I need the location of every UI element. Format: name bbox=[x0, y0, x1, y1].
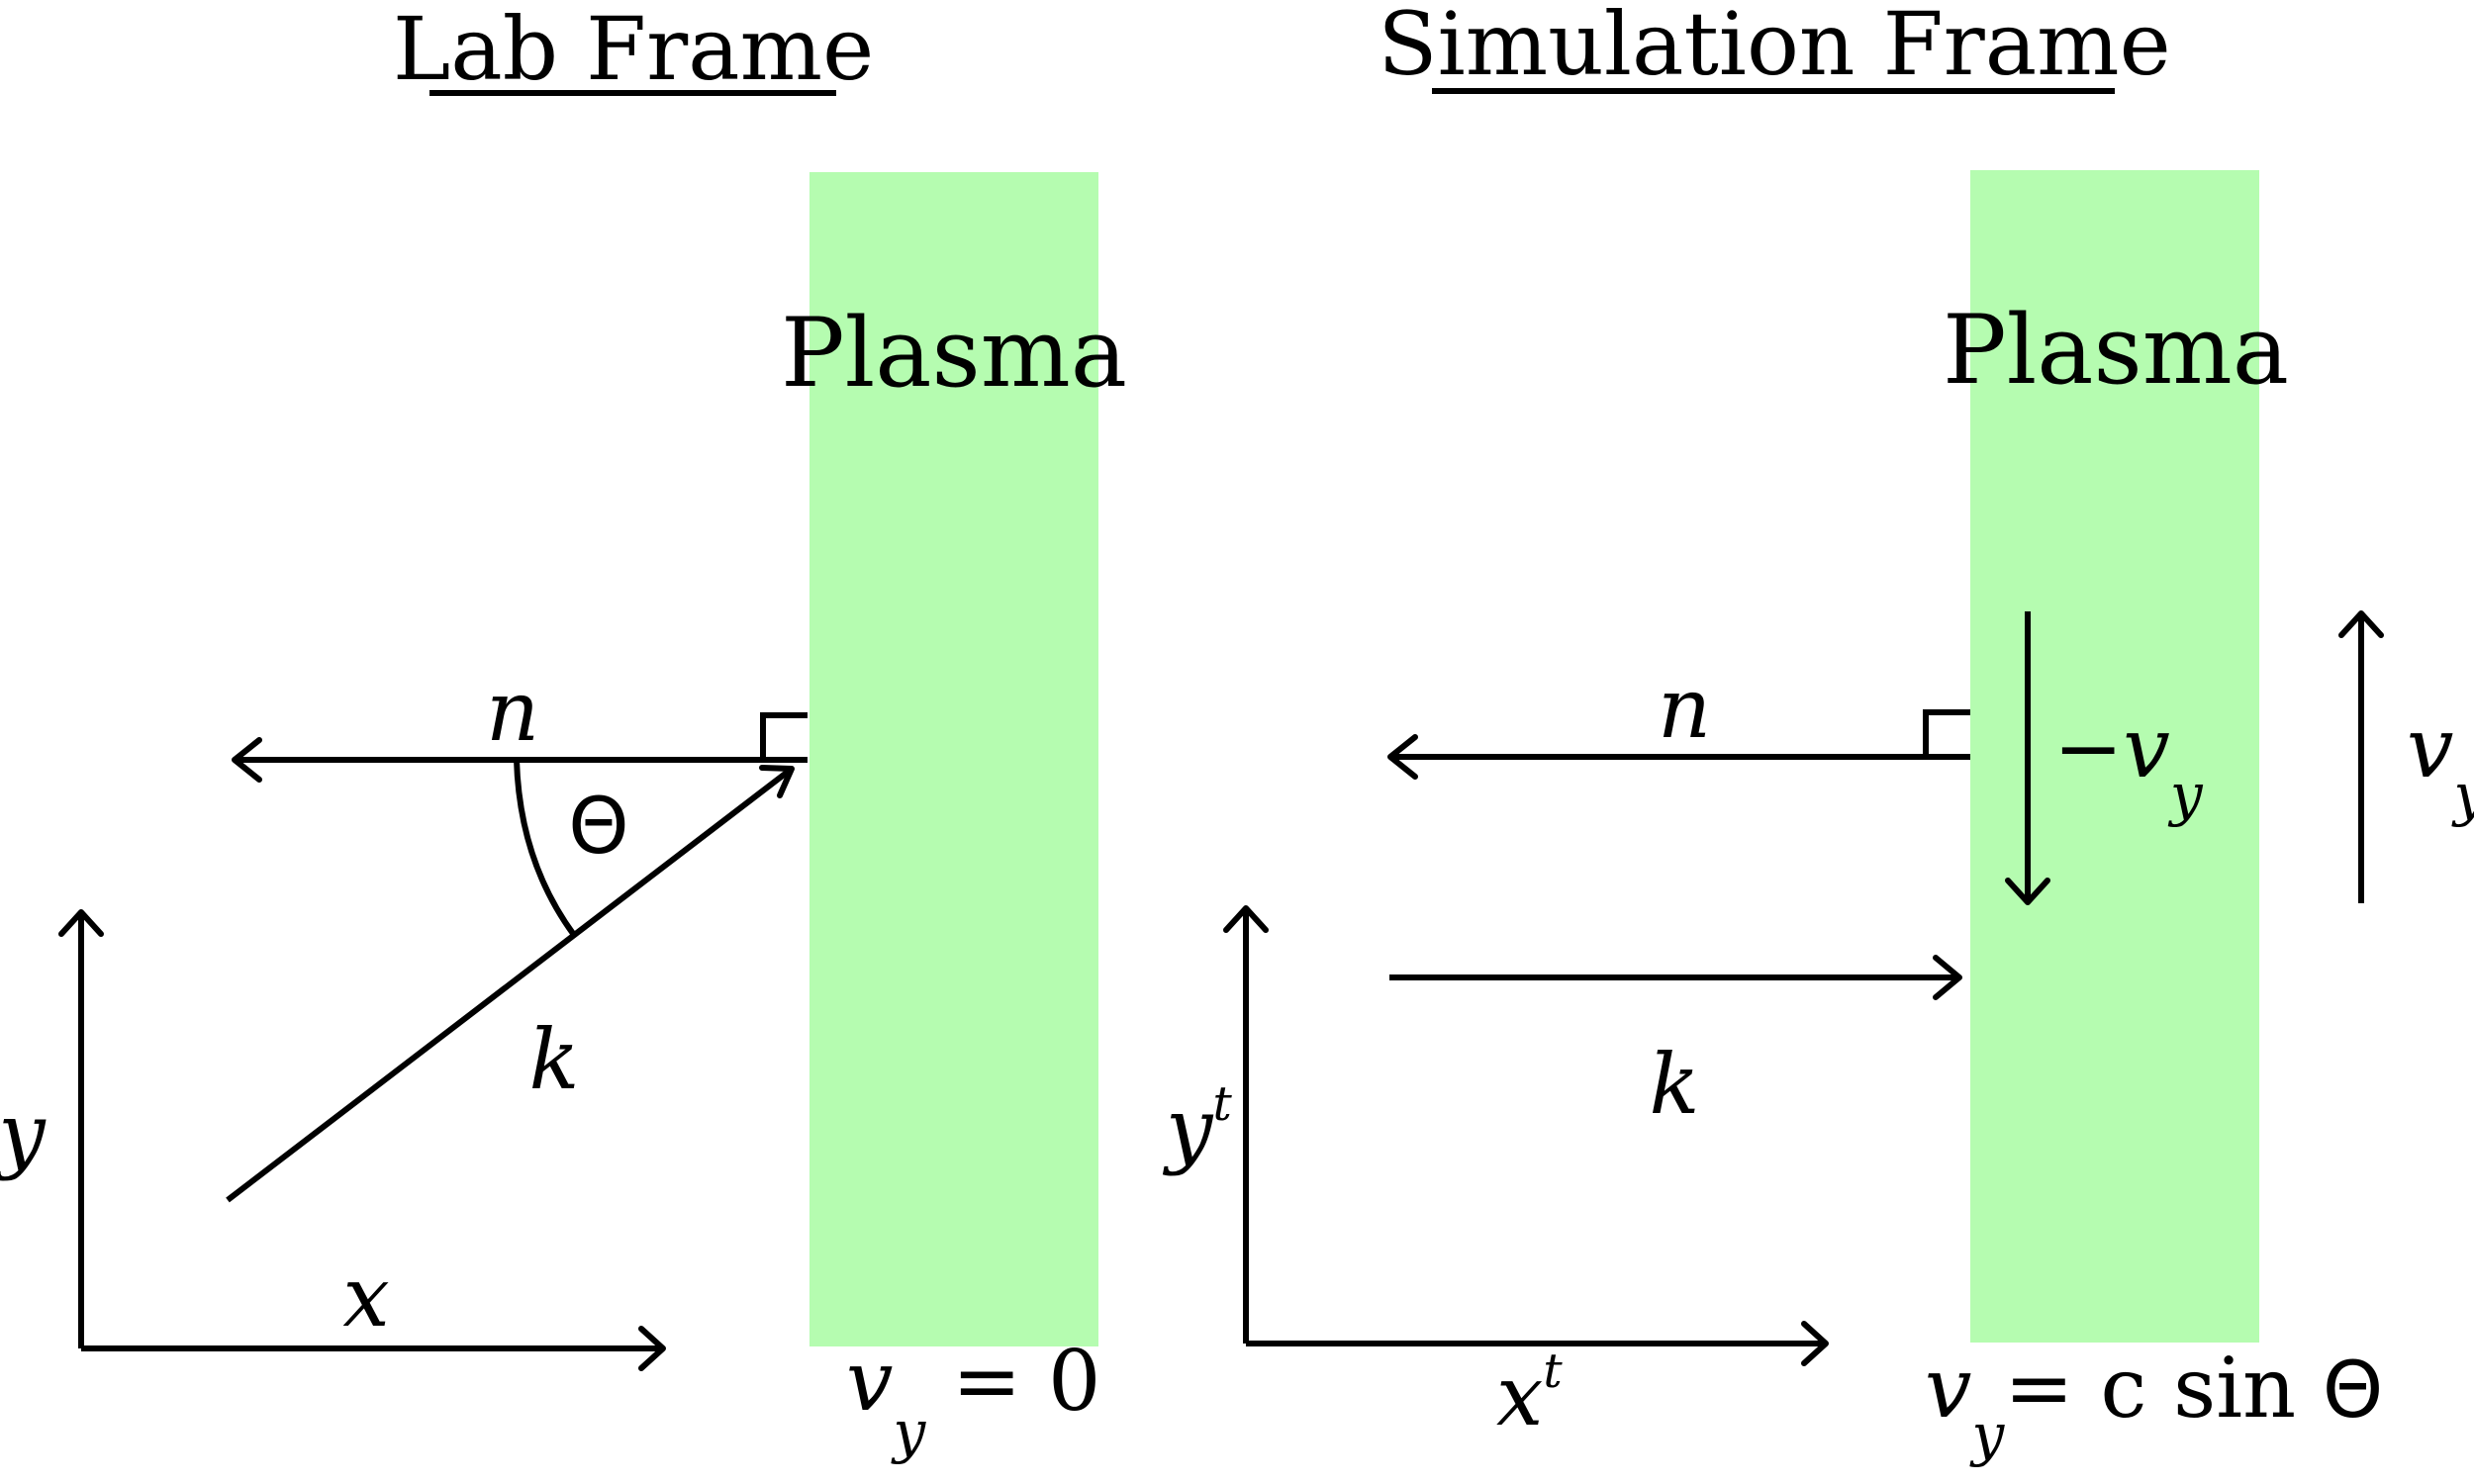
lab-x-axis-arrowhead bbox=[638, 1326, 666, 1371]
sim-plasma-label: Plasma bbox=[1943, 295, 2289, 406]
lab-velocity-label: vy = 0 bbox=[846, 1333, 1100, 1465]
sim-normal-arrowhead bbox=[1387, 734, 1418, 780]
sim-y-axis-arrowhead bbox=[1223, 905, 1269, 933]
sim-right-angle-marker bbox=[1923, 709, 1970, 757]
sim-positive-velocity-arrowhead bbox=[2338, 610, 2384, 638]
sim-positive-velocity-v: v bbox=[2407, 699, 2453, 796]
sim-k-arrowhead bbox=[1933, 955, 1962, 1000]
lab-velocity-v: v bbox=[846, 1333, 893, 1430]
lab-velocity-subscript: y bbox=[890, 1398, 926, 1465]
sim-y-axis-label: yt bbox=[1162, 1076, 1232, 1177]
sim-k-label: k bbox=[1650, 1036, 1700, 1133]
lab-right-angle-marker bbox=[760, 712, 808, 760]
lab-y-axis-arrowhead bbox=[58, 909, 104, 937]
sim-negative-velocity-v: −v bbox=[2053, 699, 2170, 796]
sim-y-axis-base: y bbox=[1162, 1080, 1214, 1177]
sim-negative-velocity-label: −vy bbox=[2053, 699, 2204, 828]
sim-x-axis-superscript: t bbox=[1543, 1344, 1563, 1399]
sim-x-axis-base: x bbox=[1496, 1347, 1543, 1444]
lab-frame-title: Lab Frame bbox=[393, 0, 874, 100]
sim-velocity-equation: vy= c sin Θ bbox=[1925, 1340, 2383, 1468]
lab-k-vector bbox=[226, 766, 794, 1203]
sim-velocity-subscript: y bbox=[1968, 1401, 2005, 1468]
lab-plasma-slab bbox=[809, 172, 1098, 1346]
lab-angle-arc bbox=[514, 759, 577, 937]
sim-positive-velocity-label: vy bbox=[2407, 699, 2474, 828]
simulation-frame-panel: Simulation Frame Plasma n k −vy vy yt xt… bbox=[1162, 0, 2474, 1468]
lab-theta-label: Θ bbox=[568, 783, 628, 872]
sim-plasma-slab bbox=[1970, 170, 2259, 1343]
lab-plasma-label: Plasma bbox=[781, 298, 1127, 409]
lab-normal-arrowhead bbox=[232, 737, 262, 783]
sim-velocity-expression: = c sin bbox=[2004, 1340, 2323, 1437]
lab-k-label: k bbox=[529, 1011, 580, 1108]
sim-frame-title: Simulation Frame bbox=[1378, 0, 2170, 95]
sim-x-axis-label: xt bbox=[1496, 1344, 1563, 1444]
sim-negative-velocity-arrowhead bbox=[2005, 878, 2050, 905]
sim-y-axis-superscript: t bbox=[1212, 1076, 1232, 1132]
sim-x-axis-arrowhead bbox=[1801, 1321, 1829, 1366]
sim-negative-velocity-subscript: y bbox=[2167, 761, 2204, 828]
lab-y-axis-label: y bbox=[0, 1085, 47, 1182]
lab-x-axis-label: x bbox=[342, 1249, 389, 1345]
sim-velocity-theta: Θ bbox=[2323, 1346, 2383, 1436]
sim-n-label: n bbox=[1658, 660, 1711, 757]
sim-positive-velocity-subscript: y bbox=[2450, 761, 2474, 828]
lab-velocity-value: = 0 bbox=[925, 1333, 1100, 1430]
lab-frame-panel: Lab Frame Plasma n k Θ y x vy = 0 bbox=[0, 0, 1127, 1465]
lab-n-label: n bbox=[486, 663, 539, 760]
sim-velocity-v: v bbox=[1925, 1340, 1971, 1437]
lab-k-arrowhead bbox=[759, 765, 795, 798]
